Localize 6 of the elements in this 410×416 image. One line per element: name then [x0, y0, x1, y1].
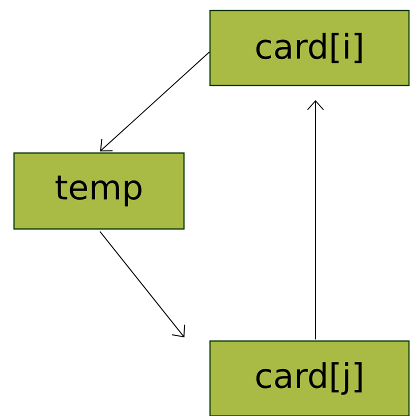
process-box: card[i]	[209, 10, 410, 86]
process-box: temp	[13, 152, 185, 230]
arrow	[100, 52, 210, 152]
arrow	[307, 100, 324, 340]
arrow	[100, 231, 186, 338]
process-box: card[j]	[209, 340, 410, 416]
